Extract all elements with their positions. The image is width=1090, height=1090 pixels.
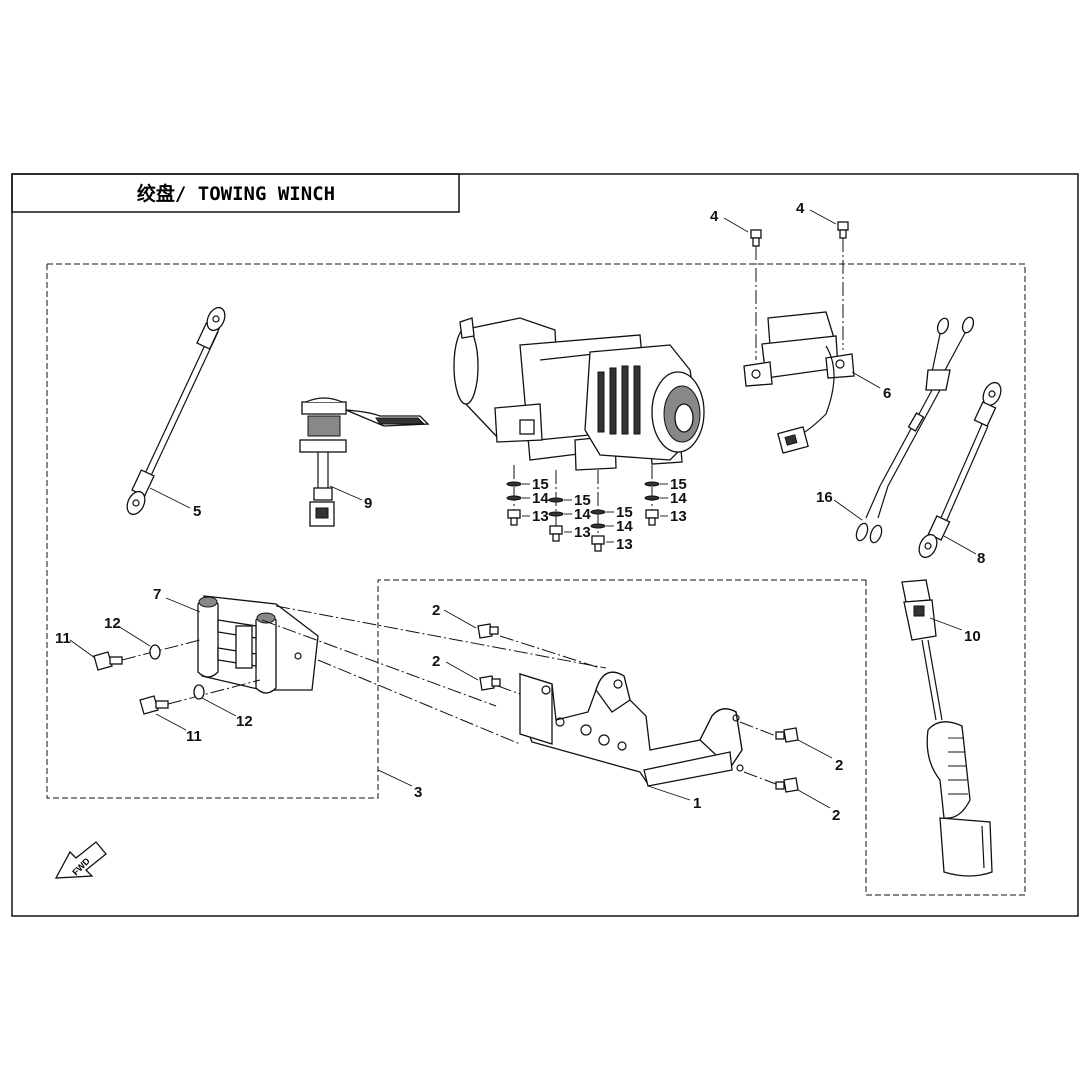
- title-box: [11, 173, 460, 213]
- callout-11a: 11: [55, 630, 71, 647]
- part-11-bolt-upper: [93, 639, 201, 671]
- callout-5: 5: [193, 503, 201, 520]
- part-7-fairlead: [197, 595, 319, 694]
- part-11-bolt-lower: [139, 679, 261, 715]
- callout-8: 8: [977, 550, 985, 567]
- group-box-main: [46, 263, 1026, 896]
- callout-13b: 13: [574, 524, 591, 541]
- callout-2c: 2: [835, 757, 843, 774]
- callout-13c: 13: [616, 536, 633, 553]
- part-2-bolt-d: [775, 777, 799, 793]
- forward-arrow-icon: [54, 841, 107, 879]
- fastener-stack-4: [644, 465, 668, 526]
- callout-14a: 14: [532, 490, 549, 507]
- callout-11b: 11: [186, 728, 202, 745]
- part-4-bolt-right: [809, 209, 849, 350]
- part-1-bracket: [497, 635, 777, 787]
- callout-15d: 15: [670, 476, 687, 493]
- part-2-bolt-a: [477, 623, 499, 639]
- callout-4b: 4: [796, 200, 805, 217]
- part-16-harness: [855, 316, 975, 544]
- fastener-stack-3: [590, 470, 614, 552]
- callout-14b: 14: [574, 506, 591, 523]
- callout-15c: 15: [616, 504, 633, 521]
- part-2-bolt-c: [775, 727, 799, 743]
- callout-15a: 15: [532, 476, 549, 493]
- winch-assembly: [453, 317, 705, 471]
- callout-2b: 2: [432, 653, 440, 670]
- callout-1: 1: [693, 795, 701, 812]
- part-12-washer-upper: [149, 644, 161, 660]
- part-9-switch: [299, 397, 430, 527]
- diagram-border: [11, 173, 1079, 917]
- callout-10: 10: [964, 628, 981, 645]
- part-12-washer-lower: [193, 684, 205, 700]
- callout-2d: 2: [832, 807, 840, 824]
- callout-2a: 2: [432, 602, 440, 619]
- callout-14c: 14: [616, 518, 633, 535]
- callout-13d: 13: [670, 508, 687, 525]
- part-2-bolt-b: [479, 675, 501, 691]
- part-8-cable: [918, 381, 1002, 559]
- part-6-relay: [743, 311, 855, 454]
- callout-14d: 14: [670, 490, 687, 507]
- callout-7: 7: [153, 586, 161, 603]
- callout-3: 3: [414, 784, 422, 801]
- callout-6: 6: [883, 385, 891, 402]
- part-5-cable: [126, 306, 226, 516]
- part-10-remote: [901, 579, 993, 877]
- callout-9: 9: [364, 495, 372, 512]
- part-4-bolt-left: [723, 217, 762, 360]
- callout-12a: 12: [104, 615, 121, 632]
- fastener-stack-2: [548, 470, 572, 542]
- callout-16: 16: [816, 489, 833, 506]
- callout-13a: 13: [532, 508, 549, 525]
- callout-12b: 12: [236, 713, 253, 730]
- callout-15b: 15: [574, 492, 591, 509]
- page-title: 绞盘/ TOWING WINCH: [137, 182, 335, 205]
- fastener-stack-1: [506, 465, 530, 526]
- callout-4a: 4: [710, 208, 719, 225]
